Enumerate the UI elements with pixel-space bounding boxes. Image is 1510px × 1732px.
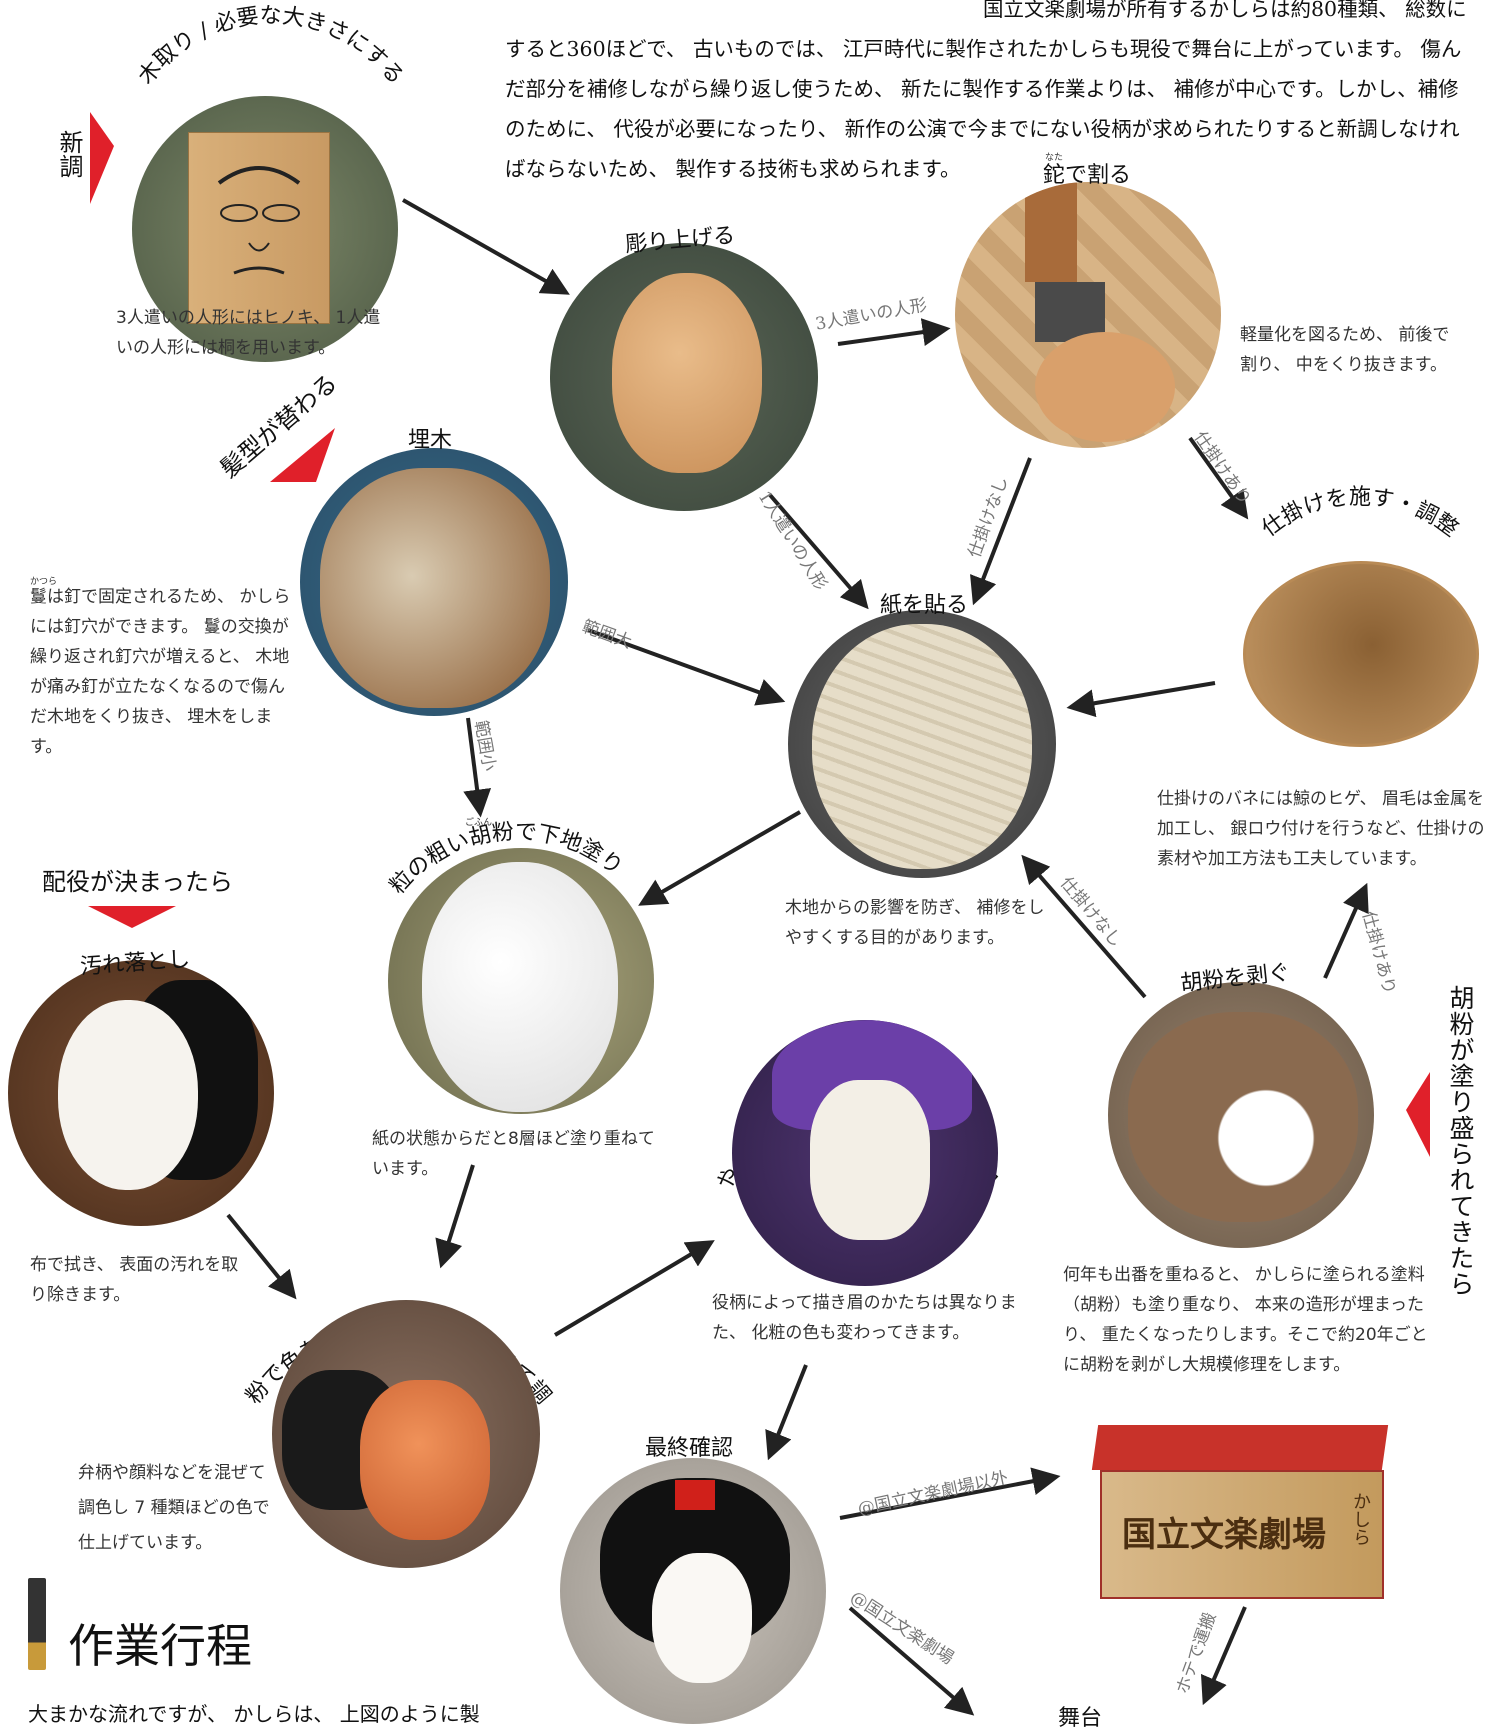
marker-haiyaku: 配役が決まったら (42, 868, 234, 896)
box-body: 国立文楽劇場 かしら (1100, 1470, 1384, 1599)
caption-kesho: 役柄によって描き眉のかたちは異なりまた、 化粧の色も変わってきます。 (712, 1293, 1017, 1343)
arrow-saishu-butai (848, 1606, 975, 1716)
marker-shincho: 新調 (55, 130, 83, 178)
intro-line-2: すると360ほどで、 古いものでは、 江戸時代に製作されたかしらも現役で舞台に上… (505, 37, 1462, 61)
arrow-nata-kami (970, 457, 1032, 606)
arrow-yogore-iro (226, 1213, 297, 1300)
marker-gofun: 胡粉が塗り盛られてきたら (1446, 985, 1475, 1297)
wood-block (188, 132, 330, 324)
photo-umeki (300, 448, 568, 716)
photo-iro (272, 1300, 540, 1568)
face-sketch (217, 166, 301, 275)
marker-haiyaku-triangle (88, 906, 176, 928)
title-umeki: 埋木 (408, 428, 453, 453)
ruby-nata: なた (1045, 153, 1064, 163)
intro-text: 国立文楽劇場が所有するかしらは約80種類、 総数に すると360ほどで、 古いも… (505, 0, 1510, 189)
arrow-kidori-horiage (402, 198, 570, 295)
caption-yogore: 布で拭き、 表面の汚れを取り除きます。 (30, 1255, 239, 1305)
red-face (360, 1380, 490, 1540)
arrow-iro-kesho (553, 1240, 715, 1337)
photo-box: 国立文楽劇場 かしら (1091, 1425, 1389, 1599)
section-bar-icon (28, 1578, 46, 1670)
photo-nata (955, 182, 1221, 448)
intro-line-5: ばならないため、 製作する技術も求められます。 (505, 157, 961, 181)
final-face (652, 1553, 752, 1683)
title-nata: 鉈で割る (1043, 163, 1132, 188)
arrow-horiage-kami (768, 493, 869, 610)
photo-shitaji (388, 848, 654, 1114)
marker-gofun-triangle (1406, 1072, 1430, 1157)
caption-kidori: 3人遣いの人形にはヒノキ、 1人遣いの人形には桐を用います。 (116, 308, 381, 358)
caption-iro: 弁柄や顔料などを混ぜて調色し 7 種類ほどの色で仕上げています。 (78, 1463, 270, 1553)
red-ribbon (675, 1480, 715, 1510)
arrow-hagu-kami (1021, 854, 1147, 999)
arrow-saishu-box (839, 1467, 1061, 1520)
white-head (422, 862, 618, 1112)
photo-kami (788, 610, 1056, 878)
ruby-umeki: かつら (30, 577, 58, 587)
caption-shikake: 仕掛けのバネには鯨のヒゲ、 眉毛は金属を加工し、 銀ロウ付けを行うなど、仕掛けの… (1157, 789, 1485, 869)
arrow-horiage-nata (837, 318, 951, 346)
photo-shikake (1223, 521, 1489, 787)
caption-kami: 木地からの影響を防ぎ、 補修をしやすくする目的があります。 (785, 898, 1045, 948)
painted-face (810, 1080, 930, 1240)
patched-head (320, 468, 550, 708)
marker-kamigata-triangle (270, 428, 335, 482)
caption-nata: 軽量化を図るため、 前後で割り、 中をくり抜きます。 (1240, 325, 1450, 375)
arrow-shikake-kami (1066, 681, 1216, 718)
box-label-1: 国立文楽劇場 (1122, 1515, 1326, 1555)
photo-kesho (732, 1020, 998, 1286)
photo-yogore (8, 960, 274, 1226)
arrow-kesho-saishu (765, 1364, 808, 1461)
section-body: 大まかな流れですが、 かしらは、 上図のように製 (28, 1702, 480, 1726)
caption-umeki: 鬘は釘で固定されるため、 かしらには釘穴ができます。 鬘の交換が繰り返され釘穴が… (30, 587, 291, 757)
arrow-kami-shitaji (638, 810, 802, 906)
mechanism-shell (1243, 561, 1479, 747)
title-kami: 紙を貼る (880, 593, 969, 618)
peeled-surface (1128, 1012, 1358, 1222)
ruby-shitaji: ごふん (465, 818, 493, 828)
arrow-hagu-shikake (1323, 882, 1369, 979)
arrow-shitaji-iro (435, 1164, 475, 1269)
paper-head (812, 624, 1032, 869)
arrow-nata-shikake (1188, 436, 1249, 520)
white-face (58, 1000, 198, 1190)
box-lid (1091, 1425, 1389, 1470)
title-butai: 舞台 (1058, 1706, 1103, 1731)
carved-head (612, 273, 762, 473)
intro-line-4: のために、 代役が必要になったり、 新作の公演で今までにない役柄が求められたりす… (505, 117, 1460, 141)
photo-kidori (132, 96, 398, 362)
intro-line-3: だ部分を補修しながら繰り返し使うため、 新たに製作する作業よりは、 補修が中心で… (505, 77, 1459, 101)
arrow-umeki-shitaji (463, 717, 492, 818)
arrow-umeki-kami (587, 628, 786, 706)
title-kidori: 木取り / 必要な大きさにする (134, 4, 409, 90)
box-label-2: かしら (1350, 1492, 1371, 1546)
photo-hagu (1108, 982, 1374, 1248)
marker-shincho-triangle (90, 112, 114, 204)
title-saishu: 最終確認 (645, 1436, 734, 1461)
split-head (1035, 332, 1175, 442)
arrow-box-butai (1200, 1606, 1247, 1706)
caption-hagu: 何年も出番を重ねると、 かしらに塗られる塗料（胡粉）も塗り重なり、 本来の造形が… (1063, 1265, 1428, 1375)
hammer (1025, 182, 1077, 282)
photo-horiage (550, 243, 818, 511)
caption-shitaji: 紙の状態からだと8層ほど塗り重ねています。 (372, 1129, 655, 1179)
marker-kamigata: 髪型が替わる (215, 369, 343, 484)
intro-line-1: 国立文楽劇場が所有するかしらは約80種類、 総数に (983, 0, 1467, 21)
photo-saishu (560, 1458, 826, 1724)
section-heading: 作業行程 (68, 1619, 252, 1673)
